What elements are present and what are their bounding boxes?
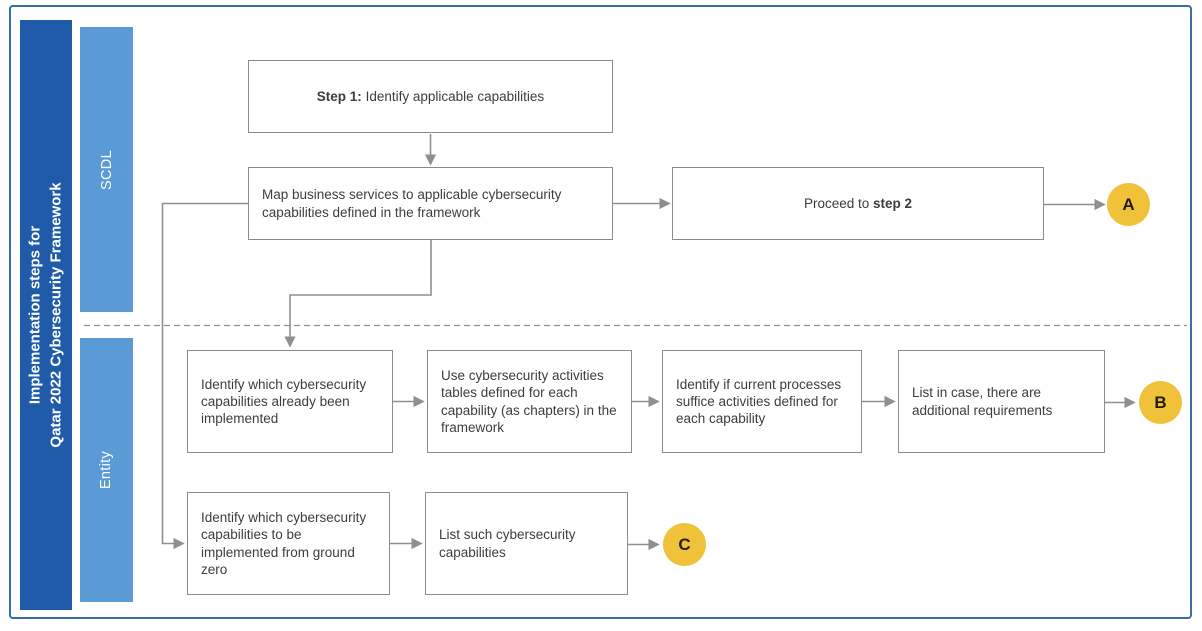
entity-row2-box1-label: Identify which cybersecurity capabilitie… — [201, 509, 367, 577]
title-bar: Implementation steps for Qatar 2022 Cybe… — [20, 20, 72, 610]
outer-frame — [9, 5, 1192, 619]
proceed-step2-box: Proceed to step 2 — [672, 167, 1044, 240]
lane-bar-entity: Entity — [80, 338, 133, 602]
entity-row2-box1: Identify which cybersecurity capabilitie… — [187, 492, 390, 595]
entity-row1-box2-label: Use cybersecurity activities tables defi… — [441, 367, 617, 435]
entity-row2-box2-label: List such cybersecurity capabilities — [439, 527, 576, 560]
step1-label-bold: Step 1: — [316, 88, 362, 104]
entity-row2-box2: List such cybersecurity capabilities — [425, 492, 628, 595]
step1-box: Step 1: Identify applicable capabilities — [248, 60, 613, 133]
entity-row1-box3: Identify if current processes suffice ac… — [662, 350, 862, 453]
proceed-label-pre: Proceed to — [803, 195, 873, 211]
elbow-map-to-ground-zero — [161, 202, 248, 550]
entity-row1-box4: List in case, there are additional requi… — [898, 350, 1105, 453]
connector-badge-b-label: B — [1154, 392, 1167, 412]
step1-label-rest: Identify applicable capabilities — [361, 88, 545, 104]
elbow-map-to-identify-implemented — [284, 240, 432, 348]
connector-badge-c-label: C — [678, 534, 691, 554]
entity-row1-box2: Use cybersecurity activities tables defi… — [427, 350, 632, 453]
lane-bar-scdl: SCDL — [80, 27, 133, 312]
connector-badge-a-label: A — [1122, 194, 1135, 214]
proceed-label-bold: step 2 — [873, 195, 913, 211]
entity-row1-box1: Identify which cybersecurity capabilitie… — [187, 350, 393, 453]
entity-row1-box1-label: Identify which cybersecurity capabilitie… — [201, 376, 367, 427]
connector-badge-b: B — [1139, 381, 1182, 424]
map-services-box: Map business services to applicable cybe… — [248, 167, 613, 240]
entity-row1-box4-label: List in case, there are additional requi… — [912, 385, 1053, 418]
map-services-label: Map business services to applicable cybe… — [262, 187, 562, 220]
connector-badge-a: A — [1107, 183, 1150, 226]
connector-badge-c: C — [663, 523, 706, 566]
entity-row1-box3-label: Identify if current processes suffice ac… — [676, 376, 842, 427]
